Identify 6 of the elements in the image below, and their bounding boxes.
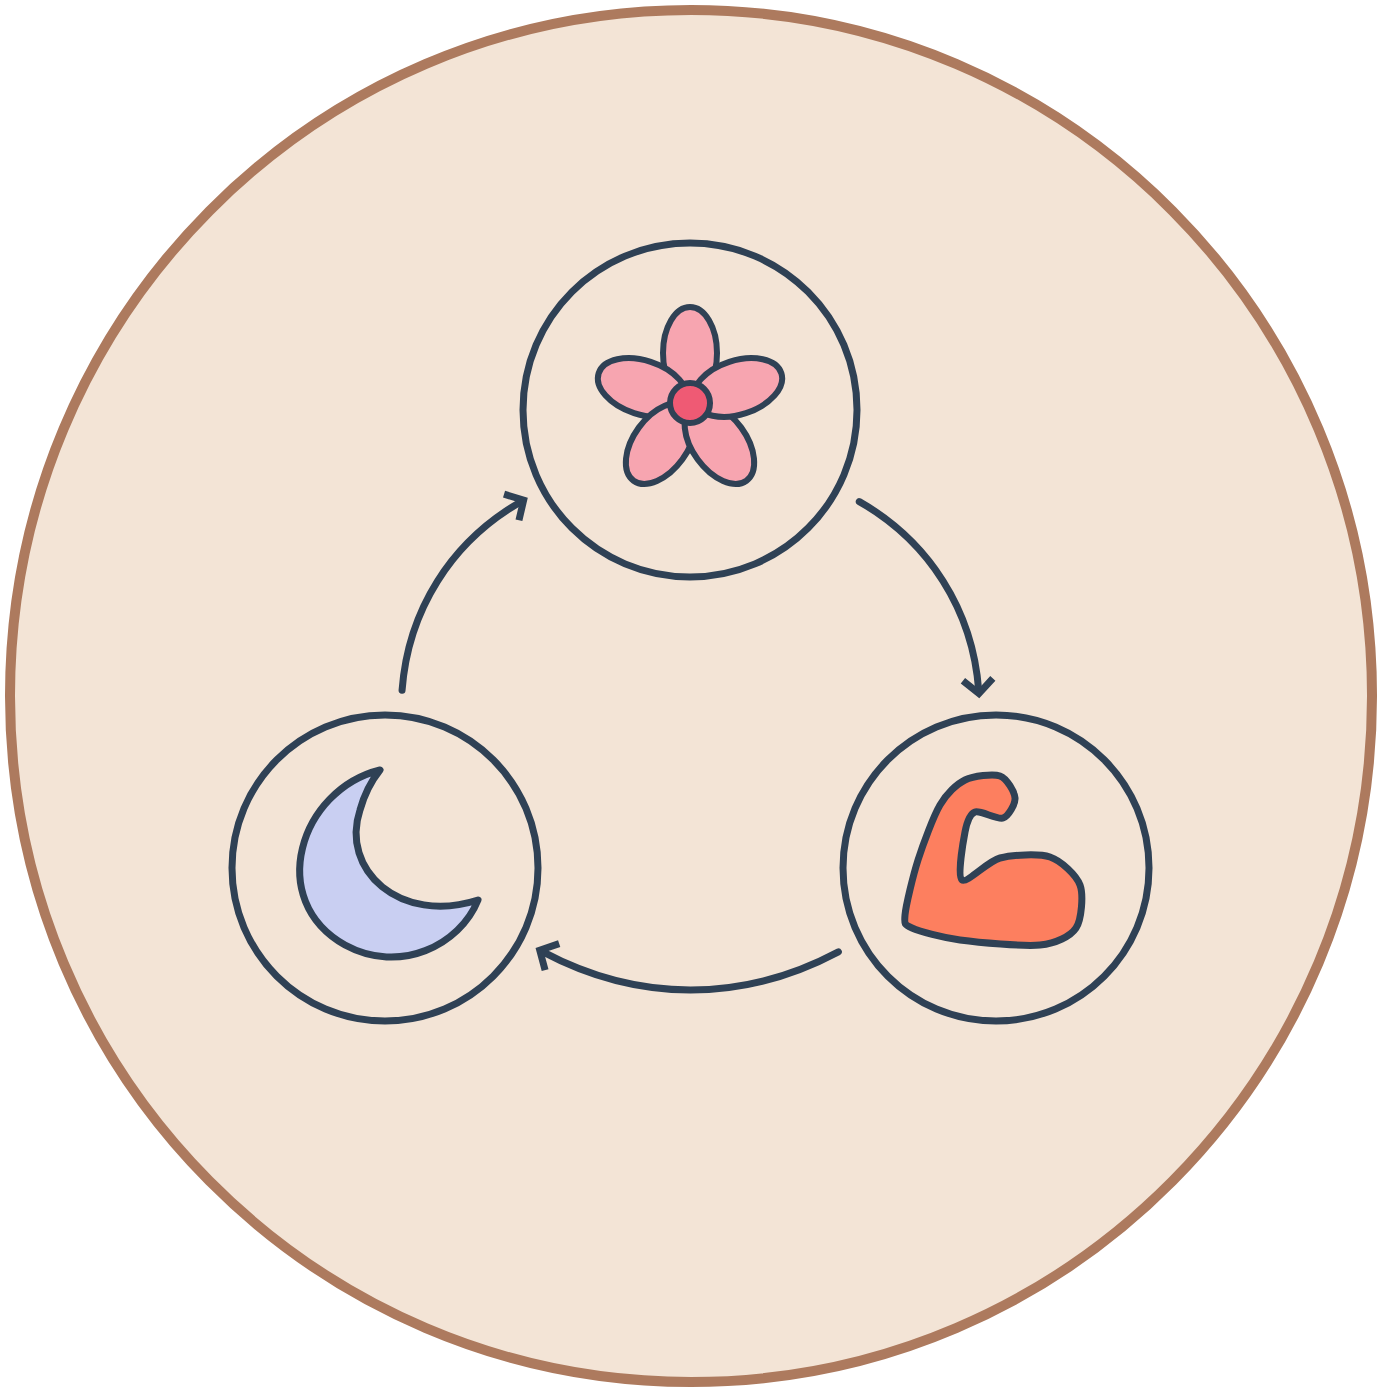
icon-circle xyxy=(839,711,1153,1025)
icon-circle xyxy=(228,711,542,1025)
arrow xyxy=(398,490,528,694)
arrow xyxy=(855,498,996,699)
arrow xyxy=(535,940,842,994)
icon-circle xyxy=(519,239,861,581)
